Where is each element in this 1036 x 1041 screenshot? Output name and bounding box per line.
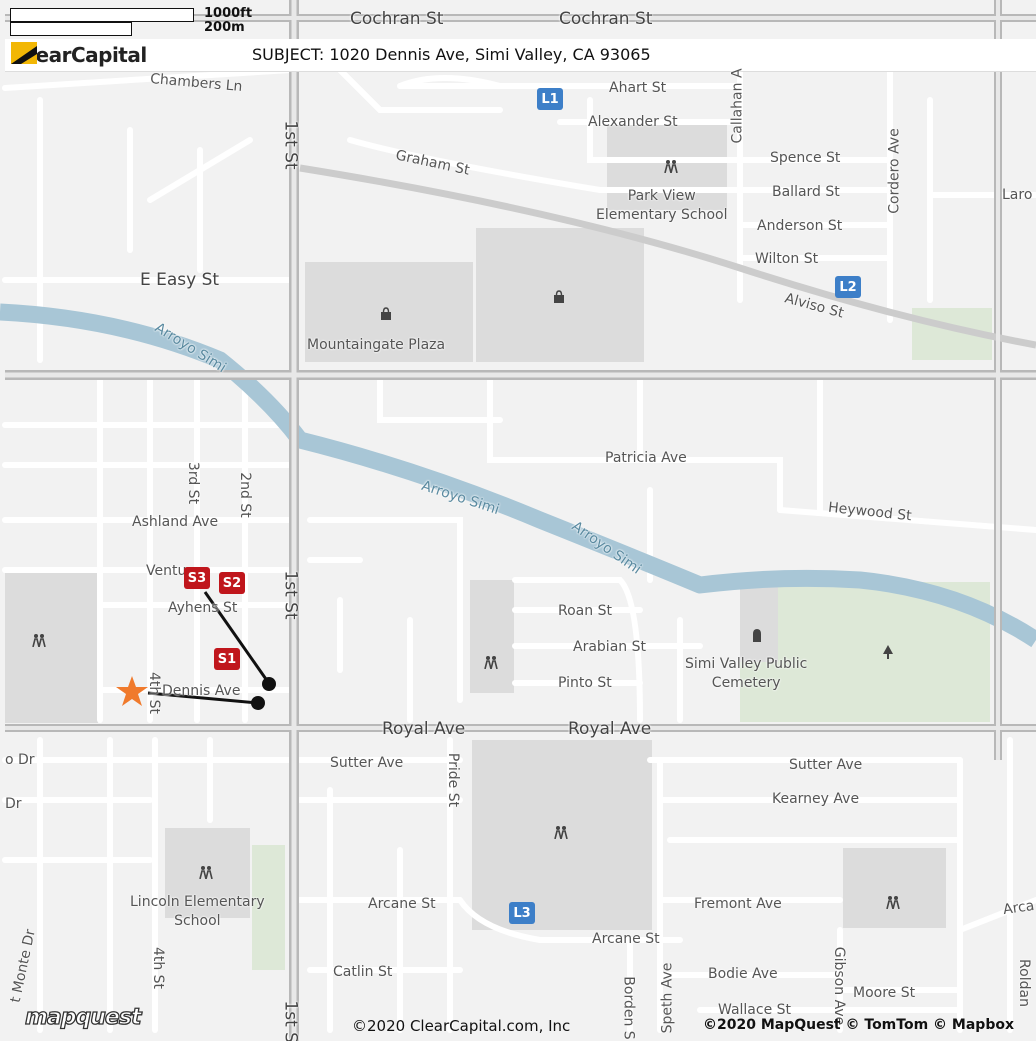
subject-address: SUBJECT: 1020 Dennis Ave, Simi Valley, C… [252,45,651,64]
header-bar: ClearCapital SUBJECT: 1020 Dennis Ave, S… [5,39,1036,72]
street-label: Catlin St [333,964,393,980]
street-label: Callahan A [729,68,746,144]
comp-sale-marker-s2[interactable]: S2 [219,572,245,594]
street-label: Laro [1002,187,1033,203]
school-icon [554,825,570,841]
street-label: Cordero Ave [886,128,903,214]
comp-listing-marker-l2[interactable]: L2 [835,276,861,298]
comp-listing-marker-l3[interactable]: L3 [509,902,535,924]
arroyo-simi-river [0,303,1036,648]
street-label: Speth Ave [659,962,676,1034]
street-label: Roan St [558,603,612,619]
clearcapital-logo-icon [11,42,37,64]
poi-label-cemetery: Simi Valley Public Cemetery [685,656,808,691]
street-label: Fremont Ave [694,896,782,912]
school-icon [664,159,680,175]
poi-label-lincoln-school: Lincoln Elementary School [130,894,265,929]
poi-label-parkview-school: Park View Elementary School [596,188,728,223]
street-label: Moore St [853,985,916,1001]
comp-sale-marker-s1[interactable]: S1 [214,648,240,670]
street-label: Wilton St [755,251,819,267]
street-label: Sutter Ave [330,755,404,771]
scale-bar-feet [10,8,194,22]
school-icon [886,895,902,911]
poi-label-mountaingate-plaza: Mountaingate Plaza [307,337,446,353]
school-block-west [5,573,98,723]
street-label: Pinto St [558,675,612,691]
scale-feet-label: 1000ft [204,6,253,21]
street-label: Gibson Ave [831,946,848,1026]
street-label: Kearney Ave [772,791,860,807]
street-label: Dr [5,796,22,812]
mapquest-logo: mapquest [24,1004,142,1030]
s1-location-dot [251,696,265,710]
lincoln-park [252,845,285,970]
s1-connector-line [147,691,259,705]
street-label: Royal Ave [382,719,466,739]
comp-listing-marker-l1[interactable]: L1 [537,88,563,110]
street-label: Pride St [445,752,462,808]
street-label: Cochran St [350,9,444,29]
street-label: 4th St [150,946,167,990]
street-label: Patricia Ave [605,450,687,466]
street-label: Cochran St [559,9,653,29]
school-icon [199,865,215,881]
street-label: Arcane St [592,931,660,947]
street-label: Arcane St [368,896,436,912]
brand-name: ClearCapital [15,43,147,67]
comp-sale-marker-s3[interactable]: S3 [184,567,210,589]
street-label: Ballard St [772,184,840,200]
street-label: 3rd St [185,461,202,505]
street-label: Ashland Ave [132,514,219,530]
school-icon [484,655,500,671]
street-label: Royal Ave [568,719,652,739]
street-label: Sutter Ave [789,757,863,773]
street-label: 1st St [280,120,301,170]
s3-connector-line [203,591,270,683]
map-scale: 1000ft 200m [10,6,270,38]
street-label: 1st St [280,570,301,620]
shopping-bag-icon [379,307,395,323]
street-label: Ventu [146,563,187,579]
street-label: E Easy St [140,270,220,290]
street-label: Spence St [770,150,841,166]
street-label: Borden S [620,976,637,1040]
street-label: Roldan [1015,959,1032,1007]
clearcapital-copyright: ©2020 ClearCapital.com, Inc [352,1017,571,1035]
map-data-copyright: ©2020 MapQuest © TomTom © Mapbox [703,1017,1014,1033]
street-label: 1st St [280,1000,301,1041]
street-label: 2nd St [236,472,253,518]
street-label: Bodie Ave [708,966,778,982]
s3-location-dot [262,677,276,691]
scale-bar-meters [10,22,132,36]
street-label: Alexander St [588,114,678,130]
street-label: Anderson St [757,218,843,234]
street-label: Ayhens St [168,600,238,616]
school-block-east [843,848,946,928]
street-label: Wallace St [718,1002,792,1018]
street-label: Ahart St [609,80,667,96]
school-block-middle [470,580,514,693]
school-icon [32,633,48,649]
tree-icon [881,645,897,661]
cemetery-gray [740,582,778,662]
cemetery-icon [750,628,766,644]
scale-meters-label: 200m [204,20,245,35]
street-label: Arabian St [573,639,646,655]
shopping-bag-icon [552,290,568,306]
subject-star-icon [116,676,148,706]
street-label: Dennis Ave [162,683,241,699]
street-label: 4th St [146,671,163,715]
clearcapital-logo: ClearCapital [11,42,147,68]
street-label: o Dr [5,752,35,768]
